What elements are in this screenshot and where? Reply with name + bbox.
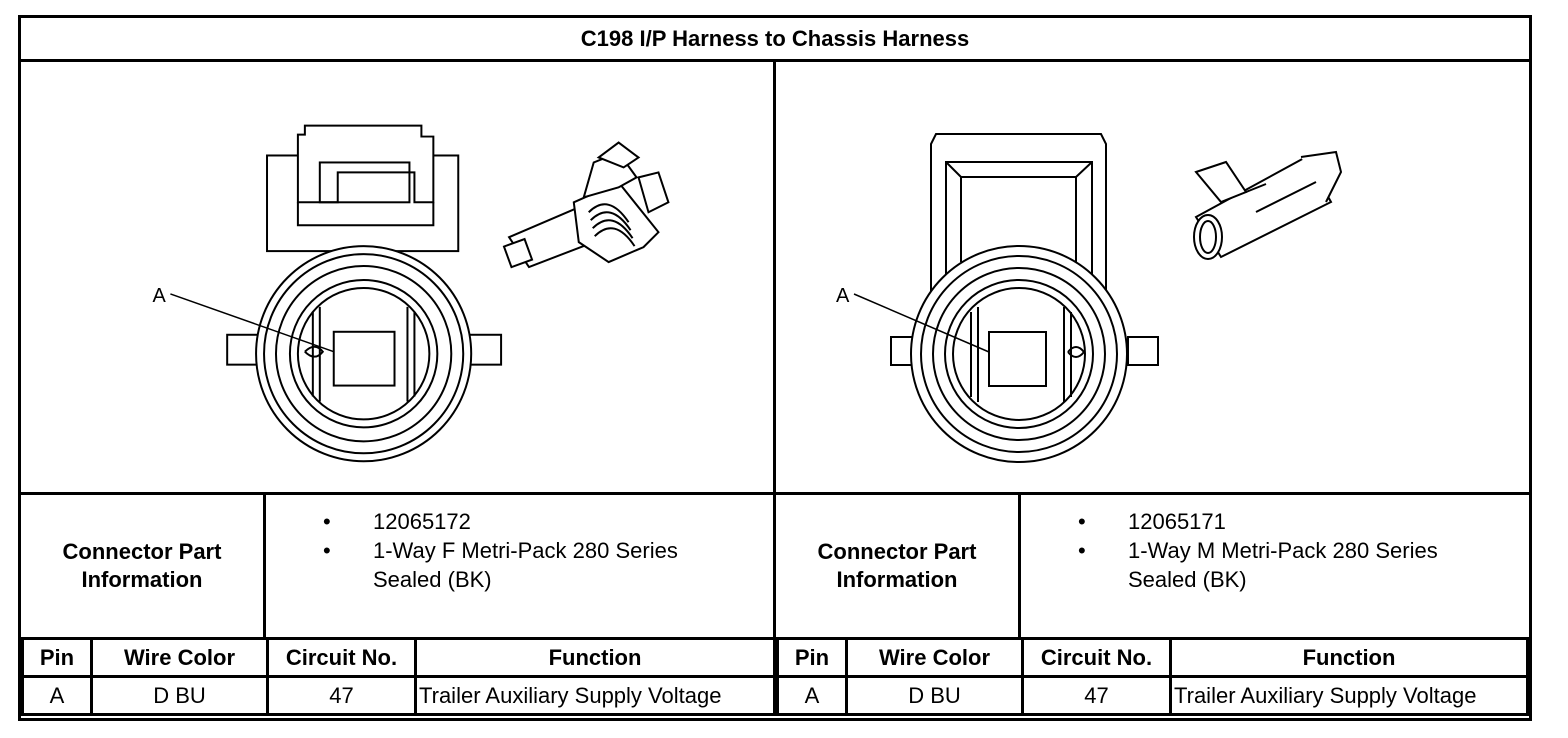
table-header-row: Pin Wire Color Circuit No. Function xyxy=(21,637,776,678)
table-row: A D BU 47 Trailer Auxiliary Supply Volta… xyxy=(21,675,776,716)
function-cell: Trailer Auxiliary Supply Voltage xyxy=(414,675,776,716)
circuit-cell: 47 xyxy=(1021,675,1172,716)
function-cell: Trailer Auxiliary Supply Voltage xyxy=(1169,675,1529,716)
connector-type-line1: 1-Way F Metri-Pack 280 Series xyxy=(373,538,678,563)
female-connector-isometric xyxy=(502,141,670,269)
connector-part-info-left: Connector Part Information • 12065172 • … xyxy=(21,492,776,637)
info-header-line1: Connector Part xyxy=(817,539,977,564)
connector-type-item: • 1-Way F Metri-Pack 280 Series Sealed (… xyxy=(266,536,773,594)
page-title: C198 I/P Harness to Chassis Harness xyxy=(21,18,1529,62)
column-header-circuit: Circuit No. xyxy=(1021,637,1172,678)
info-header-line2: Information xyxy=(836,567,958,592)
column-header-wire-color: Wire Color xyxy=(90,637,269,678)
column-header-function: Function xyxy=(414,637,776,678)
bullet: • xyxy=(1078,509,1086,534)
part-number: 12065171 xyxy=(1128,509,1226,534)
pin-cell: A xyxy=(776,675,848,716)
female-connector-face-drawing: A xyxy=(152,124,670,463)
info-header-line1: Connector Part xyxy=(62,539,222,564)
connector-part-details: • 12065171 • 1-Way M Metri-Pack 280 Seri… xyxy=(1021,495,1529,637)
connector-type-line2: Sealed (BK) xyxy=(1128,567,1247,592)
column-header-circuit: Circuit No. xyxy=(266,637,417,678)
column-header-pin: Pin xyxy=(776,637,848,678)
bullet: • xyxy=(1078,538,1086,563)
connector-part-info-right: Connector Part Information • 12065171 • … xyxy=(776,492,1529,637)
connector-sheet: C198 I/P Harness to Chassis Harness xyxy=(18,15,1532,721)
connector-part-details: • 12065172 • 1-Way F Metri-Pack 280 Seri… xyxy=(266,495,773,637)
connector-type-item: • 1-Way M Metri-Pack 280 Series Sealed (… xyxy=(1021,536,1529,594)
table-row: A D BU 47 Trailer Auxiliary Supply Volta… xyxy=(776,675,1529,716)
circuit-cell: 47 xyxy=(266,675,417,716)
bullet: • xyxy=(323,509,331,534)
callout-a-label-right: A xyxy=(836,285,850,307)
part-number-item: • 12065172 xyxy=(266,507,773,536)
table-header-row: Pin Wire Color Circuit No. Function xyxy=(776,637,1529,678)
column-header-pin: Pin xyxy=(21,637,93,678)
bullet: • xyxy=(323,538,331,563)
pin-table-right: Pin Wire Color Circuit No. Function A D … xyxy=(776,637,1529,716)
part-number: 12065172 xyxy=(373,509,471,534)
pin-cell: A xyxy=(21,675,93,716)
column-header-function: Function xyxy=(1169,637,1529,678)
part-number-item: • 12065171 xyxy=(1021,507,1529,536)
female-connector-diagram: A xyxy=(21,62,776,492)
info-header-line2: Information xyxy=(81,567,203,592)
connector-part-info-header: Connector Part Information xyxy=(776,495,1021,637)
wire-color-cell: D BU xyxy=(90,675,269,716)
male-connector-isometric xyxy=(1193,150,1343,260)
callout-a-label: A xyxy=(152,285,166,307)
connector-part-info-header: Connector Part Information xyxy=(21,495,266,637)
pin-table-left: Pin Wire Color Circuit No. Function A D … xyxy=(21,637,776,716)
column-header-wire-color: Wire Color xyxy=(845,637,1024,678)
male-connector-diagram: A xyxy=(776,62,1529,492)
wire-color-cell: D BU xyxy=(845,675,1024,716)
male-connector-face-drawing: A xyxy=(836,133,1343,463)
connector-type-line2: Sealed (BK) xyxy=(373,567,492,592)
connector-type-line1: 1-Way M Metri-Pack 280 Series xyxy=(1128,538,1438,563)
